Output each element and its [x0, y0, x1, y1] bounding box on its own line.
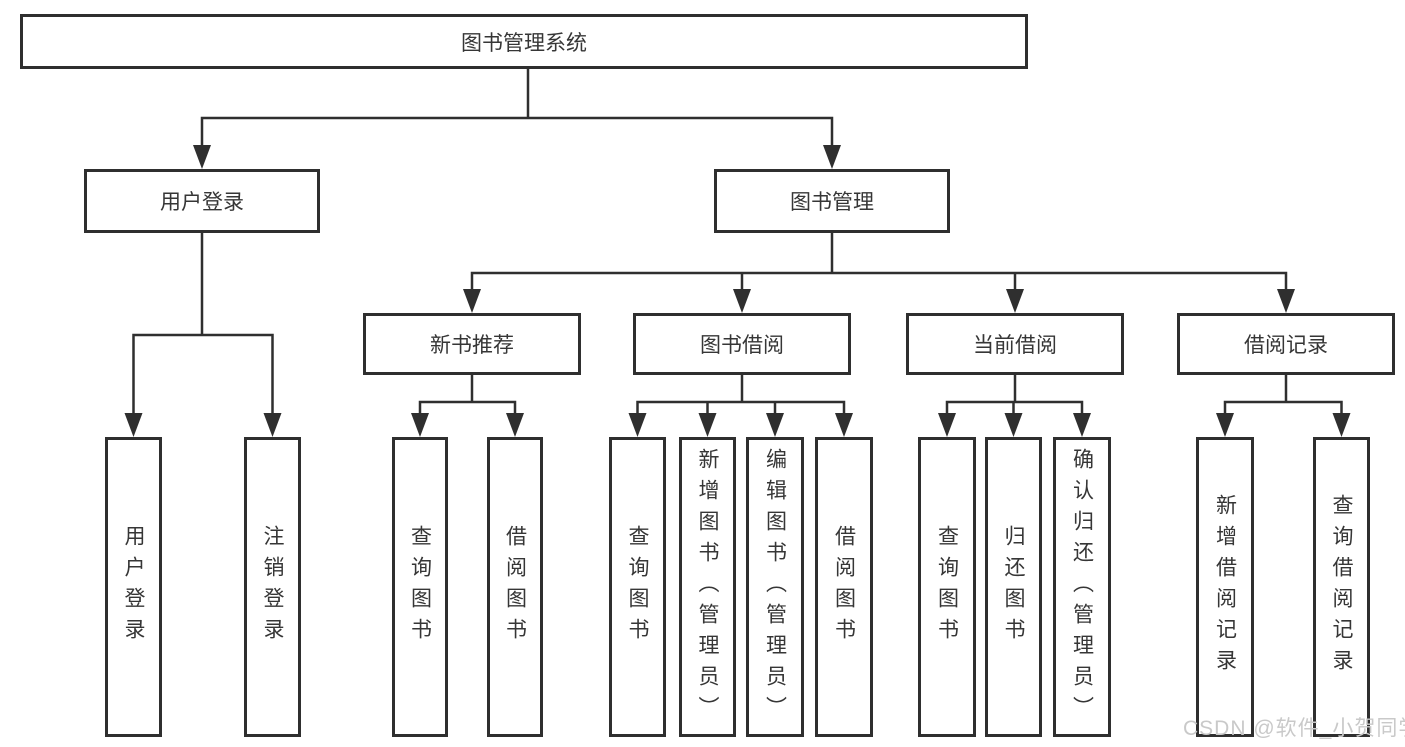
- node-book-management-label: 图书管理: [790, 191, 874, 214]
- leaf-edit-book-admin-label: 编辑图书（管理员）: [763, 447, 787, 727]
- node-book-borrow: 图书借阅: [633, 313, 851, 375]
- leaf-confirm-return-admin: 确认归还（管理员）: [1053, 437, 1111, 737]
- leaf-add-book-admin-label: 新增图书（管理员）: [696, 447, 719, 727]
- csdn-watermark: CSDN @软件_小贺同学: [1183, 717, 1405, 740]
- node-book-borrow-label: 图书借阅: [700, 334, 784, 357]
- leaf-borrow-books-2: 借阅图书: [815, 437, 873, 737]
- leaf-logout: 注销登录: [244, 437, 301, 737]
- leaf-user-login: 用户登录: [105, 437, 162, 737]
- leaf-add-borrow-record-label: 新增借阅记录: [1213, 494, 1237, 680]
- leaf-confirm-return-admin-label: 确认归还（管理员）: [1070, 447, 1094, 727]
- leaf-return-books: 归还图书: [985, 437, 1042, 737]
- leaf-query-borrow-record-label: 查询借阅记录: [1330, 494, 1353, 680]
- node-current-borrow: 当前借阅: [906, 313, 1124, 375]
- leaf-query-books-1-label: 查询图书: [408, 525, 432, 649]
- node-book-management: 图书管理: [714, 169, 950, 233]
- node-current-borrow-label: 当前借阅: [973, 334, 1057, 357]
- node-root-label: 图书管理系统: [461, 31, 587, 55]
- leaf-query-books-2-label: 查询图书: [626, 525, 649, 649]
- leaf-return-books-label: 归还图书: [1002, 525, 1025, 649]
- leaf-query-books-1: 查询图书: [392, 437, 448, 737]
- leaf-query-books-3-label: 查询图书: [935, 525, 959, 649]
- leaf-borrow-books-2-label: 借阅图书: [832, 525, 856, 649]
- leaf-borrow-books-1-label: 借阅图书: [503, 525, 527, 649]
- leaf-add-book-admin: 新增图书（管理员）: [679, 437, 736, 737]
- leaf-add-borrow-record: 新增借阅记录: [1196, 437, 1254, 737]
- leaf-query-books-3: 查询图书: [918, 437, 976, 737]
- leaf-edit-book-admin: 编辑图书（管理员）: [746, 437, 804, 737]
- node-new-book-recommend: 新书推荐: [363, 313, 581, 375]
- leaf-borrow-books-1: 借阅图书: [487, 437, 543, 737]
- node-user-login: 用户登录: [84, 169, 320, 233]
- node-borrow-records: 借阅记录: [1177, 313, 1395, 375]
- leaf-logout-label: 注销登录: [261, 525, 284, 649]
- node-user-login-label: 用户登录: [160, 191, 244, 214]
- leaf-user-login-label: 用户登录: [122, 525, 145, 649]
- node-root: 图书管理系统: [20, 14, 1028, 69]
- node-borrow-records-label: 借阅记录: [1244, 334, 1328, 357]
- leaf-query-borrow-record: 查询借阅记录: [1313, 437, 1370, 737]
- leaf-query-books-2: 查询图书: [609, 437, 666, 737]
- node-new-book-recommend-label: 新书推荐: [430, 334, 514, 357]
